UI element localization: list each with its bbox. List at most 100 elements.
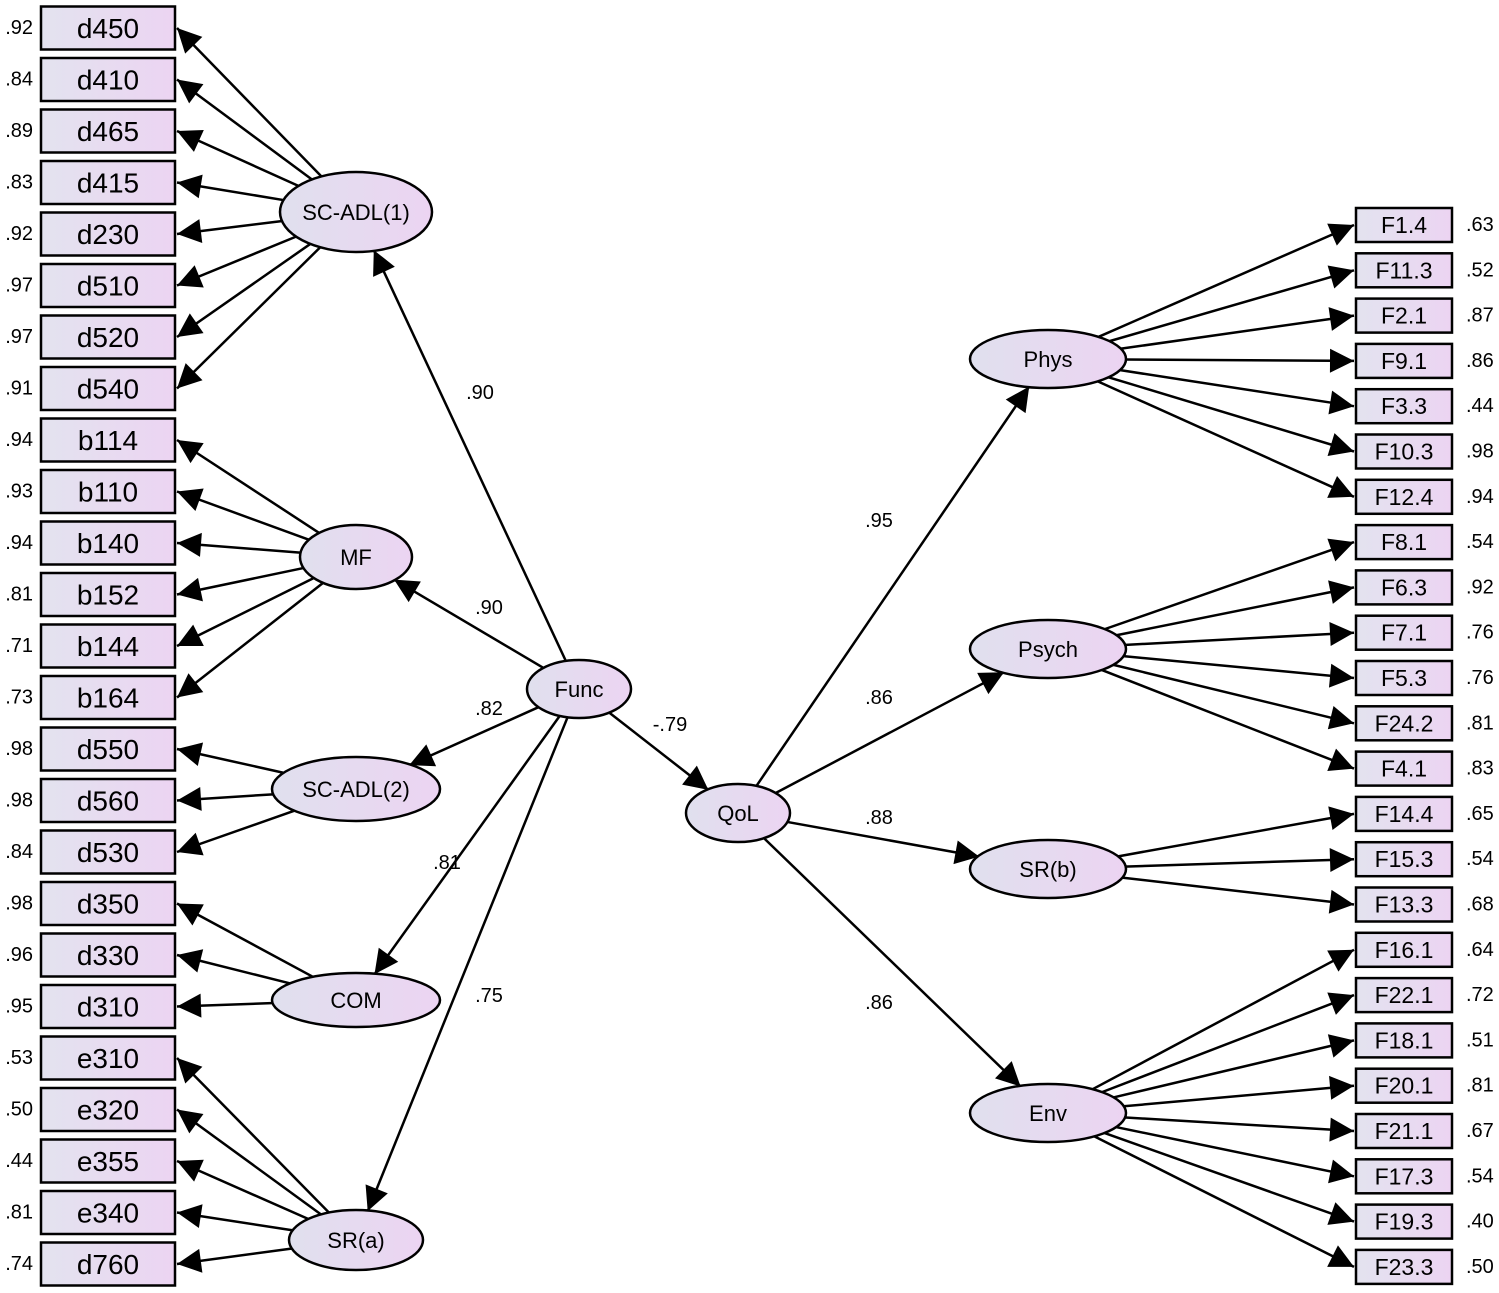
observed-item-box bbox=[39, 674, 177, 721]
observed-item-label: e320 bbox=[77, 1095, 139, 1126]
observed-item-d310[interactable]: d310.95 bbox=[5, 983, 177, 1030]
observed-item-label: F10.3 bbox=[1375, 439, 1434, 465]
observed-item-label: F17.3 bbox=[1375, 1163, 1434, 1189]
observed-item-label: d550 bbox=[77, 734, 139, 765]
observed-items-layer: d450.92 d410.84 d465.89 d415.83 d230.92 d510.… bbox=[5, 5, 1494, 1287]
latent-env[interactable]: Env bbox=[968, 1082, 1128, 1144]
observed-item-box bbox=[39, 1138, 177, 1184]
observed-item-value: .97 bbox=[5, 326, 33, 348]
observed-item-F4.1[interactable]: F4.1.83 bbox=[1354, 750, 1494, 787]
observed-item-F6.3[interactable]: F6.3.92 bbox=[1354, 569, 1494, 606]
observed-item-F11.3[interactable]: F11.3.52 bbox=[1354, 252, 1494, 289]
observed-item-e355[interactable]: e355.44 bbox=[5, 1138, 177, 1184]
observed-item-value: .52 bbox=[1466, 259, 1494, 281]
observed-item-value: .94 bbox=[1466, 486, 1494, 508]
observed-item-box bbox=[1354, 795, 1454, 833]
observed-item-b144[interactable]: b144.71 bbox=[5, 623, 177, 669]
observed-item-d560[interactable]: d560.98 bbox=[5, 777, 177, 824]
observed-item-d465[interactable]: d465.89 bbox=[5, 108, 177, 154]
indicator-arrow-psych-F6.3 bbox=[1114, 580, 1355, 637]
observed-item-b140[interactable]: b140 .94 bbox=[5, 520, 177, 566]
observed-item-label: b140 bbox=[77, 528, 139, 559]
observed-item-b114[interactable]: b114 .94 bbox=[5, 417, 177, 463]
observed-item-box bbox=[1354, 1112, 1454, 1150]
observed-item-d540[interactable]: d540.91 bbox=[5, 365, 177, 412]
latent-sra[interactable]: SR(a) bbox=[287, 1208, 425, 1272]
observed-item-e340[interactable]: e340.81 bbox=[5, 1189, 177, 1236]
observed-item-d350[interactable]: d350.98 bbox=[5, 880, 177, 927]
latent-qol[interactable]: QoL bbox=[684, 782, 792, 844]
latent-func[interactable]: Func bbox=[525, 658, 633, 720]
observed-item-value: .94 bbox=[5, 532, 33, 554]
latent-qol-label: QoL bbox=[717, 801, 759, 826]
observed-item-F16.1[interactable]: F16.1.64 bbox=[1354, 931, 1494, 969]
structural-arrow-qol-psych bbox=[774, 671, 1005, 795]
observed-item-label: F18.1 bbox=[1375, 1027, 1434, 1053]
observed-item-box bbox=[1354, 886, 1454, 923]
indicator-arrow-sra-e355 bbox=[176, 1159, 310, 1221]
observed-item-label: F8.1 bbox=[1381, 529, 1427, 555]
latent-phys[interactable]: Phys bbox=[968, 328, 1128, 390]
indicator-arrow-mf-b114 bbox=[176, 438, 321, 535]
observed-item-F5.3[interactable]: F5.3.76 bbox=[1354, 659, 1494, 697]
observed-item-d550[interactable]: d550.98 bbox=[5, 726, 177, 772]
observed-item-F7.1[interactable]: F7.1.76 bbox=[1354, 614, 1494, 651]
observed-item-F9.1[interactable]: F9.1.86 bbox=[1354, 342, 1494, 380]
latent-com[interactable]: COM bbox=[270, 971, 442, 1029]
observed-item-value: .64 bbox=[1466, 939, 1494, 961]
indicator-arrow-mf-b144 bbox=[176, 576, 316, 648]
observed-item-F24.2[interactable]: F24.2.81 bbox=[1354, 705, 1494, 742]
observed-item-F17.3[interactable]: F17.3.54 bbox=[1354, 1158, 1494, 1195]
observed-item-d415[interactable]: d415.83 bbox=[5, 159, 177, 206]
observed-item-label: d760 bbox=[77, 1249, 139, 1280]
observed-item-label: d330 bbox=[77, 940, 139, 971]
observed-item-box bbox=[1354, 1158, 1454, 1195]
observed-item-d450[interactable]: d450.92 bbox=[5, 5, 177, 51]
observed-item-F1.4[interactable]: F1.4.63 bbox=[1354, 206, 1494, 244]
observed-item-d530[interactable]: d530.84 bbox=[5, 829, 177, 875]
observed-item-b152[interactable]: b152.81 bbox=[5, 571, 177, 618]
observed-item-d510[interactable]: d510.97 bbox=[5, 262, 177, 309]
observed-item-d230[interactable]: d230.92 bbox=[5, 211, 177, 257]
observed-item-label: b114 bbox=[78, 425, 138, 456]
latent-sc-adl1[interactable]: SC-ADL(1) bbox=[278, 170, 434, 254]
observed-item-value: .92 bbox=[5, 223, 33, 245]
observed-item-F12.4[interactable]: F12.4.94 bbox=[1354, 478, 1494, 516]
observed-item-d330[interactable]: d330.96 bbox=[5, 932, 177, 978]
observed-item-F8.1[interactable]: F8.1.54 bbox=[1354, 523, 1494, 561]
latent-psych[interactable]: Psych bbox=[968, 618, 1128, 680]
observed-item-F3.3[interactable]: F3.3.44 bbox=[1354, 387, 1494, 425]
coef-qol-srb: .88 bbox=[865, 807, 893, 829]
observed-item-F20.1[interactable]: F20.1.81 bbox=[1354, 1067, 1494, 1104]
indicator-arrow-env-F18.1 bbox=[1112, 1034, 1355, 1099]
observed-item-d410[interactable]: d410.84 bbox=[5, 56, 177, 103]
observed-item-value: .84 bbox=[5, 841, 33, 863]
observed-item-b164[interactable]: b164.73 bbox=[5, 674, 177, 721]
indicator-arrow-psych-F8.1 bbox=[1103, 538, 1355, 631]
observed-item-F22.1[interactable]: F22.1.72 bbox=[1354, 976, 1494, 1014]
observed-item-F10.3[interactable]: F10.3.98 bbox=[1354, 433, 1494, 470]
observed-item-b110[interactable]: b110.93 bbox=[5, 468, 177, 515]
indicator-arrow-env-F21.1 bbox=[1123, 1116, 1355, 1142]
observed-item-e320[interactable]: e320.50 bbox=[5, 1086, 177, 1133]
indicator-arrow-sc_adl1-d230 bbox=[176, 219, 284, 243]
indicator-arrow-phys-F2.1 bbox=[1119, 307, 1355, 351]
observed-item-d760[interactable]: d760.74 bbox=[5, 1241, 177, 1287]
latent-srb[interactable]: SR(b) bbox=[968, 838, 1128, 900]
observed-item-F13.3[interactable]: F13.3.68 bbox=[1354, 886, 1494, 923]
observed-item-F15.3[interactable]: F15.3.54 bbox=[1354, 840, 1494, 878]
observed-item-F23.3[interactable]: F23.3.50 bbox=[1354, 1248, 1494, 1286]
observed-item-F2.1[interactable]: F2.1.87 bbox=[1354, 297, 1494, 334]
observed-item-F19.3[interactable]: F19.3.40 bbox=[1354, 1203, 1494, 1240]
observed-item-F21.1[interactable]: F21.1.67 bbox=[1354, 1112, 1494, 1150]
latent-mf[interactable]: MF bbox=[298, 523, 414, 591]
observed-item-value: .94 bbox=[5, 429, 33, 451]
indicator-arrow-mf-b164 bbox=[176, 581, 325, 699]
latent-sc-adl2-label: SC-ADL(2) bbox=[302, 777, 410, 802]
observed-item-F14.4[interactable]: F14.4.65 bbox=[1354, 795, 1494, 833]
observed-item-d520[interactable]: d520.97 bbox=[5, 314, 177, 360]
observed-item-F18.1[interactable]: F18.1.51 bbox=[1354, 1022, 1494, 1059]
latent-sc-adl2[interactable]: SC-ADL(2) bbox=[270, 755, 442, 823]
observed-item-e310[interactable]: e310.53 bbox=[5, 1035, 177, 1081]
